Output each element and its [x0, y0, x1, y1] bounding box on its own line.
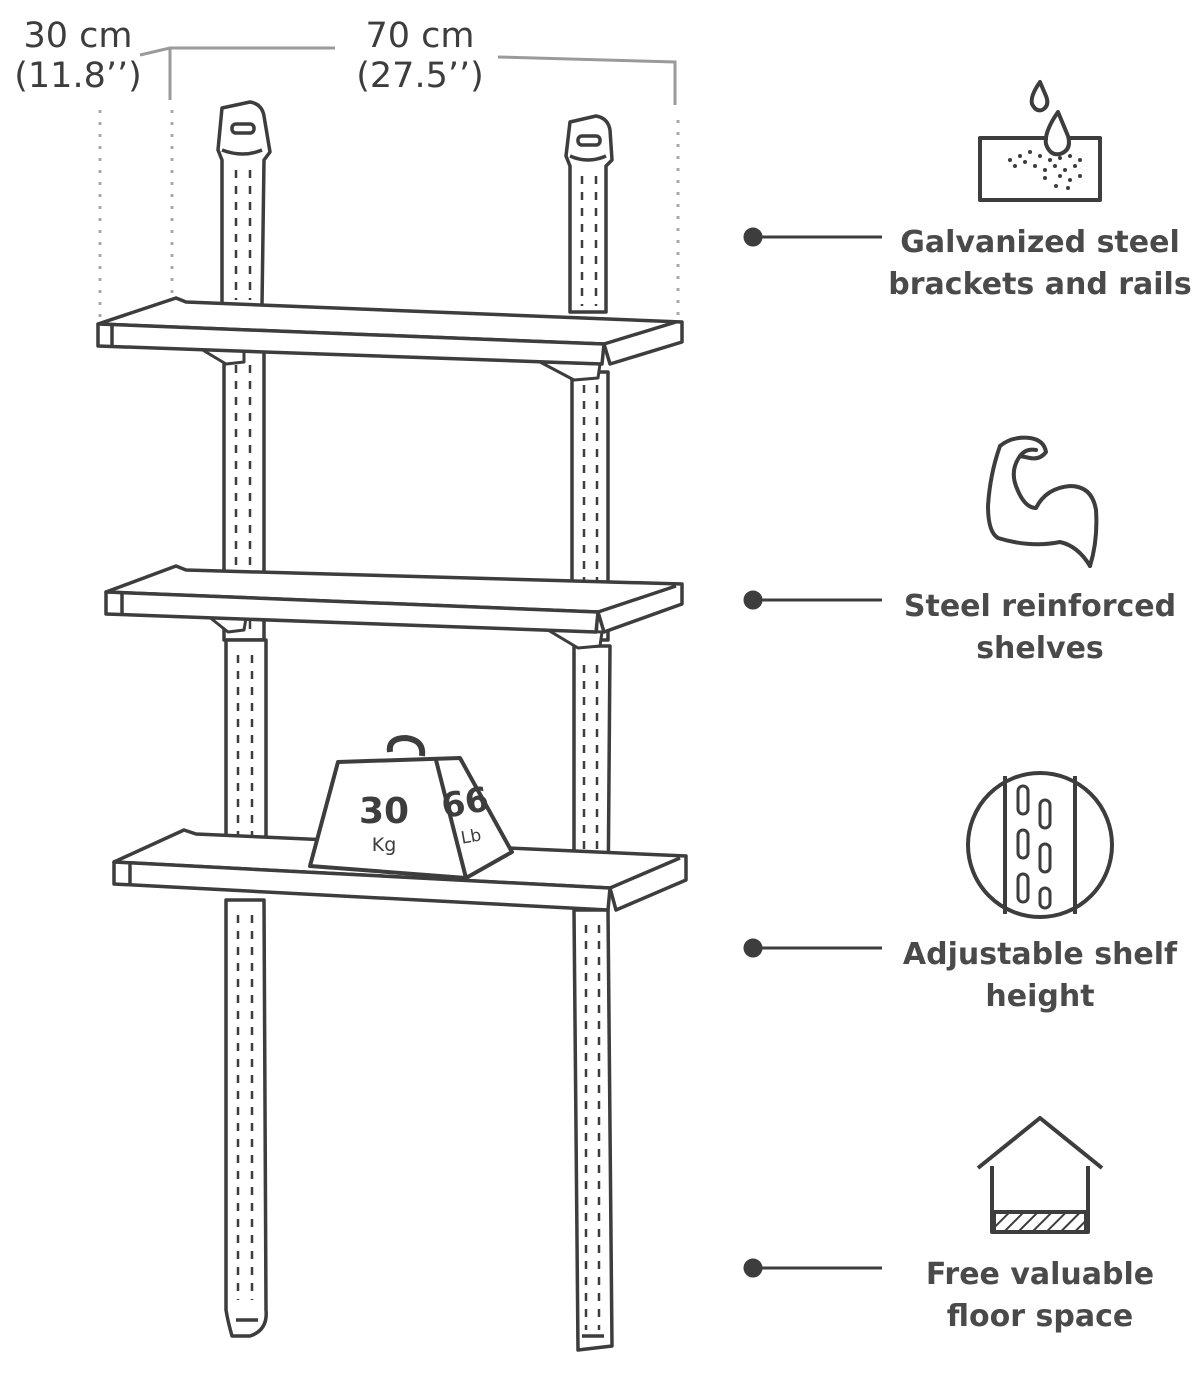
flexed-arm-icon	[986, 435, 1099, 568]
feature-galvanized-label: Galvanized steel brackets and rails	[880, 222, 1200, 306]
width-imperial: (27.5’’)	[356, 56, 484, 96]
left-rail	[216, 100, 272, 1338]
water-drop-icon	[978, 80, 1102, 202]
feature-floor-space-line1: Free valuable	[925, 1257, 1155, 1292]
feature-adjustable-label: Adjustable shelf height	[880, 934, 1200, 1018]
left-rail-holes	[234, 170, 254, 1300]
width-metric: 70 cm	[365, 16, 475, 56]
shelf-top	[96, 296, 684, 366]
shelf-middle	[104, 564, 684, 634]
right-rail-holes	[580, 176, 601, 1330]
depth-metric: 30 cm	[23, 16, 133, 56]
depth-dimension-label: 30 cm (11.8’’)	[12, 16, 144, 96]
feature-reinforced-label: Steel reinforced shelves	[880, 586, 1200, 670]
depth-imperial: (11.8’’)	[14, 56, 142, 96]
rail-holes-icon	[966, 771, 1114, 919]
feature-floor-space-label: Free valuable floor space	[880, 1254, 1200, 1338]
feature-galvanized-line2: brackets and rails	[888, 267, 1192, 302]
feature-adjustable-line1: Adjustable shelf	[902, 937, 1178, 972]
weight-imperial-value: 66	[438, 779, 492, 827]
weight-metric-value: 30	[359, 791, 409, 832]
dimension-lines	[139, 46, 677, 105]
feature-floor-space-line2: floor space	[946, 1299, 1134, 1334]
right-rail	[564, 114, 614, 1352]
house-floor-icon	[976, 1116, 1104, 1234]
feature-reinforced-line2: shelves	[976, 631, 1104, 666]
weight-metric-unit: Kg	[372, 834, 397, 856]
weight-imperial-unit: Lb	[459, 825, 482, 848]
feature-reinforced-line1: Steel reinforced	[903, 589, 1177, 624]
feature-adjustable-line2: height	[985, 979, 1095, 1014]
weight-badge: 30 Kg 66 Lb	[308, 735, 514, 880]
width-dimension-label: 70 cm (27.5’’)	[350, 16, 490, 96]
feature-galvanized-line1: Galvanized steel	[900, 225, 1180, 260]
callout-leaders	[743, 227, 882, 1278]
dotted-guide-lines	[98, 110, 680, 322]
